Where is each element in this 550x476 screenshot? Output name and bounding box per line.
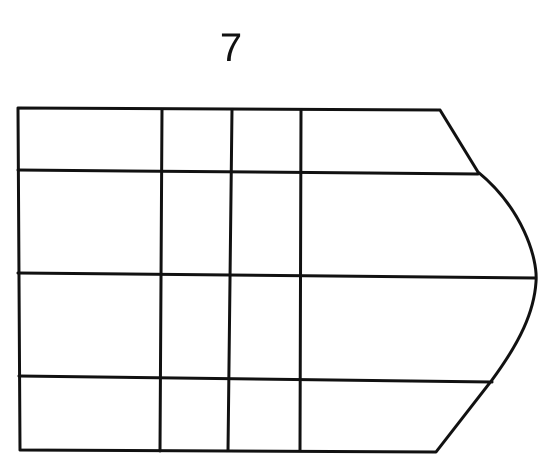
figure-number-label: 7 bbox=[219, 26, 243, 70]
vertical-line-3 bbox=[298, 108, 303, 453]
horizontal-line-2 bbox=[16, 271, 538, 280]
horizontal-line-3 bbox=[17, 374, 494, 384]
vertical-line-2 bbox=[226, 107, 234, 453]
horizontal-line-1 bbox=[16, 168, 480, 176]
shape-outline bbox=[16, 106, 538, 454]
vertical-line-1 bbox=[158, 107, 164, 453]
